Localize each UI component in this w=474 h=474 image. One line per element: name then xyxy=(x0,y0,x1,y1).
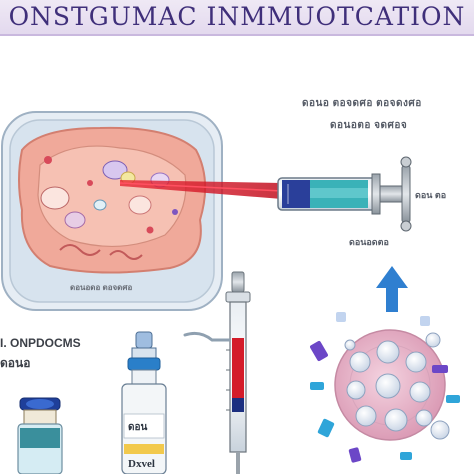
top-caption-line-1: ดอนอ ตอจดศอ ตอจดงศอ xyxy=(302,98,422,109)
syringe-icon xyxy=(277,156,412,232)
injection-beam xyxy=(119,180,283,199)
vertical-syringe-icon xyxy=(183,271,251,474)
left-caption-line-2: ดอนอ xyxy=(0,356,31,370)
arrow-up-icon xyxy=(376,266,408,312)
top-caption-line-2: ดอนอตอ จดศอจ xyxy=(330,120,408,131)
vial-bottom-label: Dxvel xyxy=(128,458,155,470)
syringe-bottom-label: ดอนอดตอ xyxy=(349,237,389,247)
tissue-caption: ดอนอดอ ตอจดศอ xyxy=(70,283,133,292)
left-caption-line-1: I. ONPDOCMS xyxy=(0,336,81,350)
vaccine-vial-icon-2 xyxy=(121,331,167,474)
vial-label: ดอน xyxy=(128,422,148,433)
vaccine-vial-icon xyxy=(17,397,63,474)
syringe-side-label: ดอน ตอ xyxy=(415,190,447,200)
title-banner: ONSTGUMAC INMMUOTCATION xyxy=(0,0,474,36)
virus-particle-icon xyxy=(310,312,460,463)
diagram-title: ONSTGUMAC INMMUOTCATION xyxy=(8,2,466,31)
tissue-sample xyxy=(1,111,223,311)
